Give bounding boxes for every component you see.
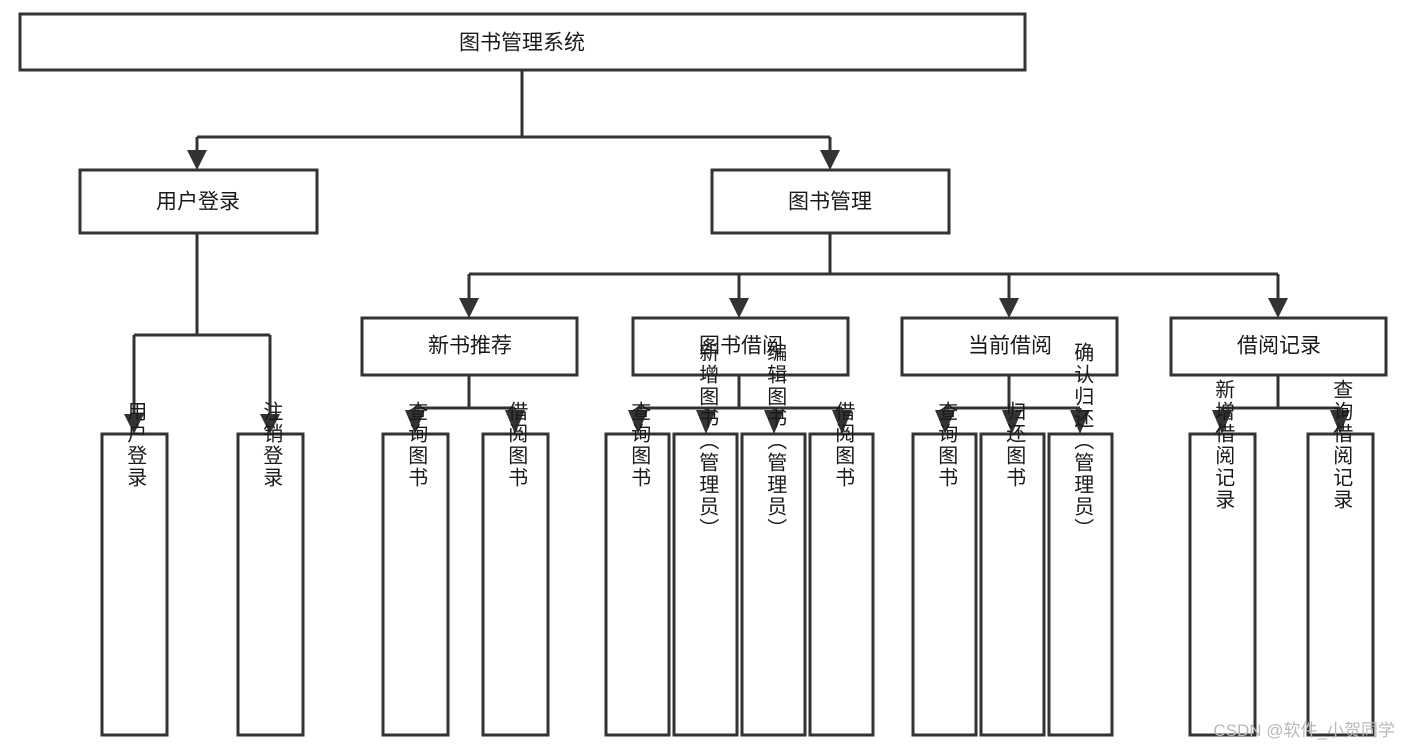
leaf-book-borrow-4-box[interactable] [808, 432, 875, 737]
leaf-current-borrow-3[interactable]: 确认归还（管理员） [1047, 342, 1114, 737]
node-borrow-record[interactable]: 借阅记录 [1169, 316, 1388, 377]
node-user-login-label: 用户登录 [156, 191, 240, 214]
leaf-current-borrow-2[interactable]: 归还图书 [979, 401, 1046, 737]
arrowhead-record-leaf-2 [1330, 410, 1350, 434]
leaf-current-borrow-1-label: 查询图书 [935, 401, 958, 489]
node-book-borrow[interactable]: 图书借阅 [631, 316, 850, 377]
node-new-book-recommend[interactable]: 新书推荐 [360, 316, 579, 377]
arrowhead-bookmgmt [820, 150, 840, 170]
node-book-management-label: 图书管理 [788, 191, 872, 214]
node-new-book-recommend-label: 新书推荐 [428, 335, 512, 358]
arrowhead-current-leaf-2 [1002, 410, 1022, 434]
leaf-book-borrow-2-label: 新增图书（管理员） [696, 342, 719, 540]
connector-group-current [935, 375, 1090, 434]
node-user-login-box[interactable] [78, 168, 319, 235]
leaf-current-borrow-2-label: 归还图书 [1003, 401, 1026, 489]
connector-group-newbook [405, 375, 525, 434]
leaf-borrow-record-1-label: 新增借阅记录 [1212, 379, 1235, 511]
leaf-borrow-record-1-box[interactable] [1188, 432, 1257, 737]
arrowhead-current-leaf-1 [935, 410, 955, 434]
leaf-book-borrow-4-label: 借阅图书 [832, 401, 855, 489]
leaf-new-book-1[interactable]: 查询图书 [381, 401, 450, 737]
arrowhead-record-leaf-1 [1212, 410, 1232, 434]
node-current-borrow[interactable]: 当前借阅 [900, 316, 1119, 377]
arrowhead-current-leaf-3 [1070, 410, 1090, 434]
leaf-user-login-2-label: 注销登录 [260, 401, 283, 489]
arrowhead-userlogin-leaf-1 [124, 414, 144, 434]
arrowhead-newbook-leaf-1 [405, 410, 425, 434]
node-new-book-recommend-box[interactable] [360, 316, 579, 377]
leaf-new-book-2[interactable]: 借阅图书 [481, 401, 550, 737]
leaf-book-borrow-2-box[interactable] [672, 432, 739, 737]
arrowhead-level3-2 [729, 298, 749, 318]
node-borrow-record-box[interactable] [1169, 316, 1388, 377]
connector-group-root [187, 70, 840, 170]
leaf-borrow-record-2-label: 查询借阅记录 [1330, 379, 1353, 511]
leaf-current-borrow-3-box[interactable] [1047, 432, 1114, 737]
arrowhead-borrow-leaf-1 [628, 410, 648, 434]
node-root-label: 图书管理系统 [459, 32, 585, 55]
leaf-borrow-record-2[interactable]: 查询借阅记录 [1306, 379, 1375, 737]
node-book-borrow-box[interactable] [631, 316, 850, 377]
arrowhead-level3-3 [999, 298, 1019, 318]
connector-group-borrow [628, 375, 852, 434]
arrowhead-borrow-leaf-2 [696, 410, 716, 434]
node-book-borrow-label: 图书借阅 [699, 335, 783, 358]
arrowhead-userlogin [187, 150, 207, 170]
node-borrow-record-label: 借阅记录 [1237, 335, 1321, 358]
node-root[interactable]: 图书管理系统 [18, 12, 1027, 72]
leaf-new-book-1-label: 查询图书 [405, 401, 428, 489]
connector-group-record [1212, 375, 1350, 434]
node-root-box[interactable] [18, 12, 1027, 72]
leaf-book-borrow-3[interactable]: 编辑图书（管理员） [740, 342, 807, 737]
leaf-user-login-1-label: 用户登录 [124, 401, 147, 489]
leaf-book-borrow-3-label: 编辑图书（管理员） [764, 342, 787, 540]
leaf-book-borrow-1-label: 查询图书 [628, 401, 651, 489]
connector-group-userlogin [124, 233, 280, 434]
leaf-user-login-2-box[interactable] [236, 432, 305, 737]
leaf-borrow-record-2-box[interactable] [1306, 432, 1375, 737]
leaf-book-borrow-1-box[interactable] [604, 432, 671, 737]
arrowhead-level3-4 [1268, 298, 1288, 318]
arrowhead-userlogin-leaf-2 [260, 414, 280, 434]
leaf-book-borrow-2[interactable]: 新增图书（管理员） [672, 342, 739, 737]
leaf-current-borrow-2-box[interactable] [979, 432, 1046, 737]
arrowhead-borrow-leaf-4 [832, 410, 852, 434]
leaf-user-login-1[interactable]: 用户登录 [100, 401, 169, 737]
leaf-book-borrow-3-box[interactable] [740, 432, 807, 737]
arrowhead-borrow-leaf-3 [764, 410, 784, 434]
node-current-borrow-box[interactable] [900, 316, 1119, 377]
leaf-new-book-2-label: 借阅图书 [505, 401, 528, 489]
node-book-management[interactable]: 图书管理 [710, 168, 951, 235]
node-user-login[interactable]: 用户登录 [78, 168, 319, 235]
arrowhead-level3-1 [459, 298, 479, 318]
leaf-current-borrow-3-label: 确认归还（管理员） [1071, 342, 1094, 540]
arrowhead-newbook-leaf-2 [505, 410, 525, 434]
leaf-user-login-1-box[interactable] [100, 432, 169, 737]
leaf-borrow-record-1[interactable]: 新增借阅记录 [1188, 379, 1257, 737]
leaf-new-book-1-box[interactable] [381, 432, 450, 737]
node-current-borrow-label: 当前借阅 [968, 335, 1052, 358]
leaf-current-borrow-1[interactable]: 查询图书 [911, 401, 978, 737]
leaf-book-borrow-4[interactable]: 借阅图书 [808, 401, 875, 737]
leaf-current-borrow-1-box[interactable] [911, 432, 978, 737]
leaf-user-login-2[interactable]: 注销登录 [236, 401, 305, 737]
node-book-management-box[interactable] [710, 168, 951, 235]
leaf-new-book-2-box[interactable] [481, 432, 550, 737]
connector-group-bookmgmt [459, 233, 1288, 318]
leaf-book-borrow-1[interactable]: 查询图书 [604, 401, 671, 737]
